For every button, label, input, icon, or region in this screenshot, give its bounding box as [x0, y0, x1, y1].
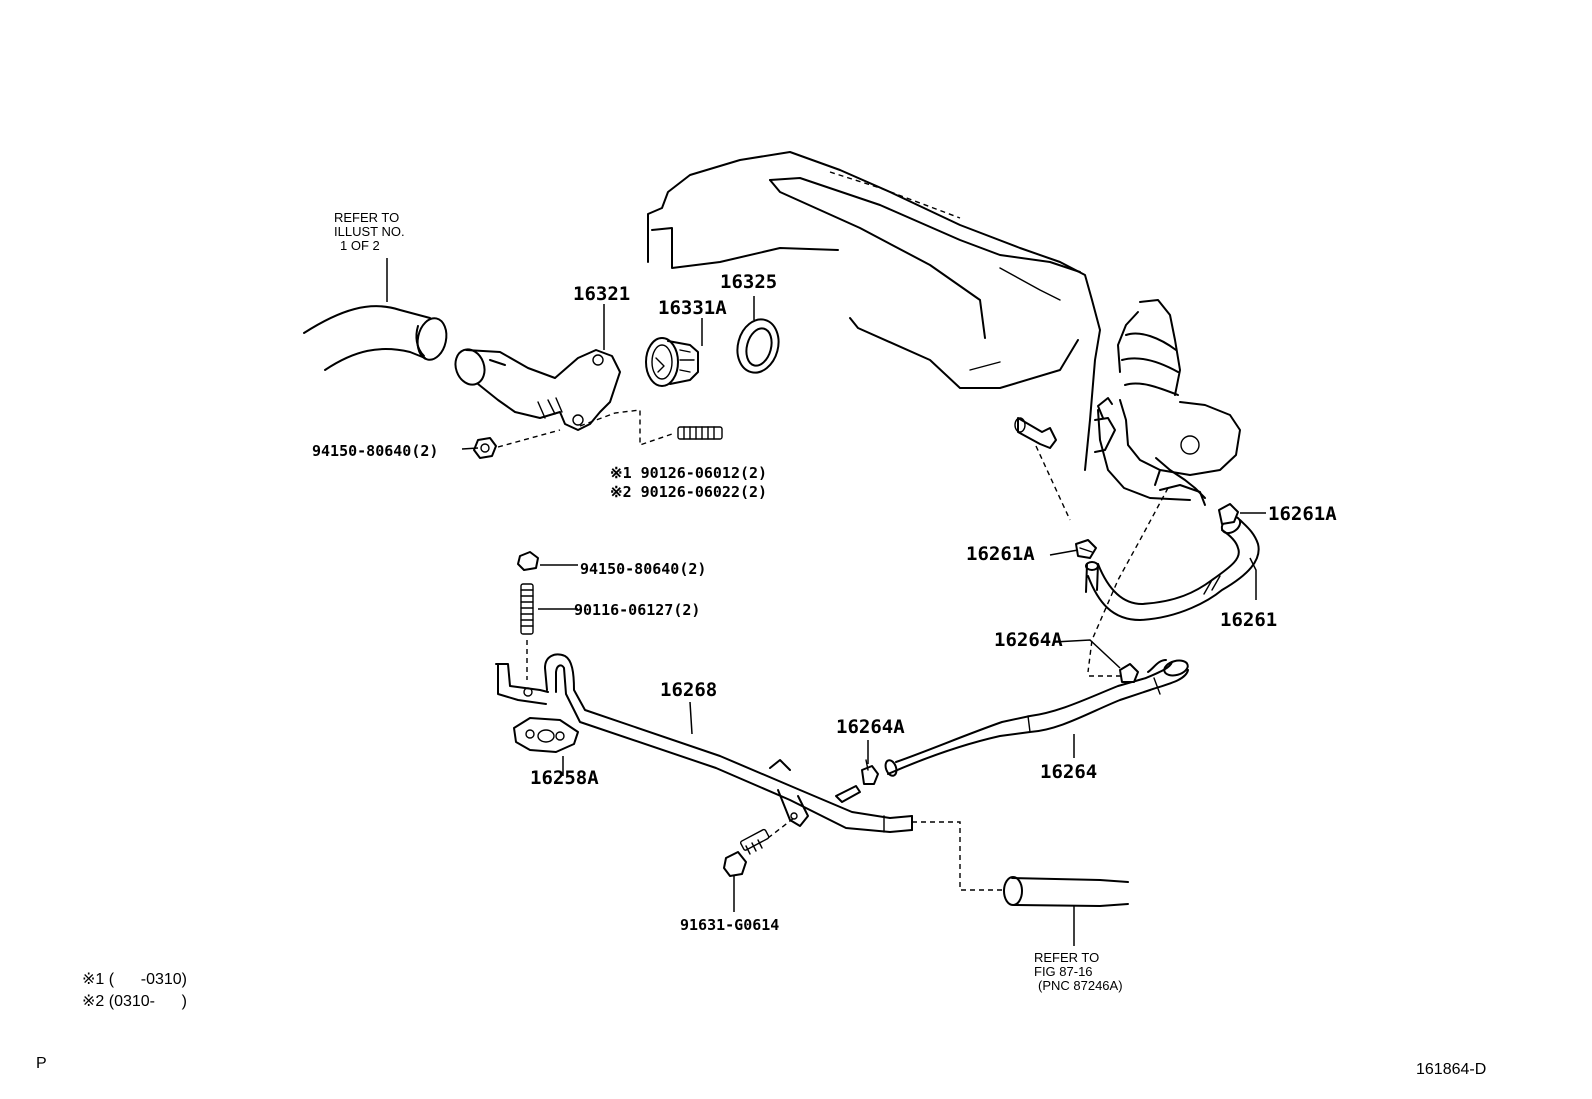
clip-16261a-right	[1218, 503, 1239, 525]
hose-16261-guide-left	[1035, 445, 1071, 521]
refer-fig-line-2: FIG 87-16	[1034, 964, 1093, 979]
upper-nut-guide	[497, 409, 673, 448]
label-16264a-upper: 16264A	[994, 629, 1063, 651]
label-16268: 16268	[660, 679, 717, 701]
refer-illust-line-2: ILLUST NO.	[334, 224, 405, 239]
label-16261: 16261	[1220, 609, 1277, 631]
clip-16264a-upper	[1119, 663, 1139, 683]
label-94150-top: 94150-80640(2)	[312, 442, 438, 460]
legend-line-1: ※1 ( -0310)	[82, 971, 187, 988]
lower-hose-fig-87-16	[1003, 876, 1129, 907]
label-16264: 16264	[1040, 761, 1097, 783]
refer-fig-line-3: (PNC 87246A)	[1038, 978, 1123, 993]
leader-lines	[386, 258, 1266, 946]
label-16331a: 16331A	[658, 297, 727, 319]
upper-stud-bolt	[677, 426, 723, 440]
water-inlet-16321	[454, 348, 621, 431]
legend: ※1 ( -0310) ※2 (0310- )	[82, 971, 187, 1010]
label-90116-06127: 90116-06127(2)	[574, 601, 700, 619]
footer-left-mark: P	[36, 1055, 47, 1072]
bolt-91631	[723, 828, 770, 877]
callout-refer-illust: REFER TO ILLUST NO. 1 OF 2	[334, 210, 405, 253]
label-16321: 16321	[573, 283, 630, 305]
stud-90116	[520, 583, 534, 635]
legend-line-2: ※2 (0310- )	[82, 993, 187, 1010]
hose-16261	[1085, 515, 1260, 621]
upper-radiator-hose	[303, 305, 448, 371]
label-91631-g0614: 91631-G0614	[680, 916, 779, 934]
label-16261a-left: 16261A	[966, 543, 1035, 565]
label-16261a-right: 16261A	[1268, 503, 1337, 525]
bypass-pipe-16268	[495, 653, 913, 833]
refer-fig-line-1: REFER TO	[1034, 950, 1099, 965]
throttle-body	[1094, 299, 1241, 506]
gasket-16325	[736, 318, 780, 374]
refer-illust-line-3: 1 OF 2	[340, 238, 380, 253]
engine-block-outline	[647, 151, 1101, 471]
label-16258a: 16258A	[530, 767, 599, 789]
lower-hose-guide	[912, 821, 1002, 891]
clip-16261a-left	[1075, 539, 1097, 559]
hose-16264	[884, 659, 1189, 777]
callout-refer-fig: REFER TO FIG 87-16 (PNC 87246A)	[1034, 950, 1123, 993]
figure-id: 161864-D	[1416, 1061, 1486, 1078]
label-90126-06022: ※2 90126-06022(2)	[610, 483, 767, 501]
label-90126-06012: ※1 90126-06012(2)	[610, 464, 767, 482]
hose-16261-guide-right	[1087, 487, 1169, 673]
refer-illust-line-1: REFER TO	[334, 210, 399, 225]
gasket-16258a	[513, 717, 579, 753]
flange-nut-mid	[517, 551, 539, 571]
bolt-guide	[767, 817, 795, 839]
upper-flange-nut	[473, 437, 497, 459]
clip-16264a-lower	[861, 759, 879, 785]
label-94150-mid: 94150-80640(2)	[580, 560, 706, 578]
label-16325: 16325	[720, 271, 777, 293]
thermostat-16331a	[645, 337, 699, 387]
label-16264a-lower: 16264A	[836, 716, 905, 738]
small-pipe-upper	[1014, 417, 1057, 449]
